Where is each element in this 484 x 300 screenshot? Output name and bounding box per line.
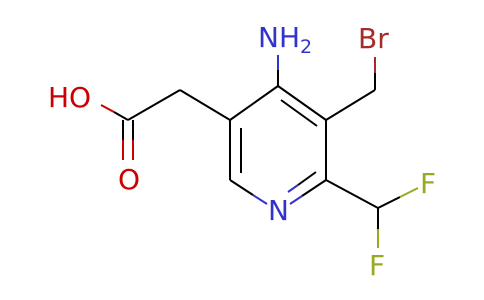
amino-subscript: 2: [300, 36, 312, 58]
bond-c3-ch2: [325, 89, 376, 121]
bond-c2-n: [301, 179, 327, 197]
bond-chf2-f-upper: [377, 196, 401, 209]
amino-group-label: NH2: [258, 21, 312, 58]
bond-c4-c3-inner: [280, 99, 318, 127]
ring-nitrogen-label: N: [268, 194, 289, 227]
bond-c2-n-inner: [297, 171, 317, 186]
bond-chf2-f-upper-colored: [399, 187, 419, 198]
bromine-label: Br: [358, 22, 389, 55]
bond-c2-n-inner-colored: [287, 184, 299, 193]
bond-ch2-cooh: [127, 89, 181, 121]
carbonyl-oxygen-label: O: [118, 163, 140, 196]
hydroxyl-label: HO: [48, 81, 91, 114]
fluorine-lower-label: F: [369, 249, 385, 282]
bond-c-oh: [113, 111, 129, 121]
bond-c4-c3: [277, 85, 327, 121]
bond-n-c6-colored: [252, 194, 268, 205]
bond-n-c6: [229, 179, 254, 196]
bond-c2-chf2: [325, 179, 379, 209]
bond-c-oh-colored: [100, 104, 115, 113]
fluorine-upper-label: F: [420, 167, 436, 200]
bond-c5-ch2: [179, 89, 231, 121]
bond-c5-c4: [229, 85, 279, 121]
bond-c2-n-colored: [289, 195, 303, 205]
pyridine-ring: [229, 85, 327, 205]
